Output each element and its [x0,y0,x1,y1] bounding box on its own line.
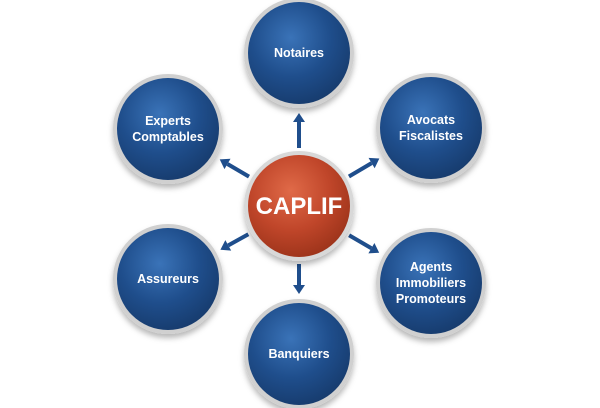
arrow-head-agents-immobiliers-promoteurs [368,243,380,254]
node-label-line: Immobiliers [396,276,466,290]
node-label-line: Assureurs [137,272,199,286]
node-label-banquiers: Banquiers [268,347,329,361]
center-node-caplif: CAPLIF [244,151,354,261]
arrow-head-notaires [293,113,305,122]
node-label-line: Avocats [407,113,455,127]
node-banquiers: Banquiers [244,299,354,408]
node-label-line: Fiscalistes [399,129,463,143]
arrow-shaft-avocats-fiscalistes [347,161,373,179]
arrow-shaft-agents-immobiliers-promoteurs [348,233,373,250]
arrow-shaft-experts-comptables [226,162,251,179]
node-label-line: Notaires [274,46,324,60]
arrow-head-avocats-fiscalistes [368,157,380,169]
node-label-line: Comptables [132,130,204,144]
node-assureurs: Assureurs [113,224,223,334]
arrow-shaft-assureurs [227,232,250,248]
node-notaires: Notaires [244,0,354,108]
node-label-notaires: Notaires [274,46,324,60]
arrow-head-experts-comptables [219,158,231,170]
arrow-head-assureurs [220,240,232,251]
node-label-line: Banquiers [268,347,329,361]
node-label-assureurs: Assureurs [137,272,199,286]
node-label-line: Experts [145,114,191,128]
node-label-line: Agents [410,260,452,274]
arrow-head-banquiers [293,285,305,294]
center-label: CAPLIF [256,193,343,220]
connector-arrows [219,113,380,294]
node-label-line: Promoteurs [396,292,466,306]
